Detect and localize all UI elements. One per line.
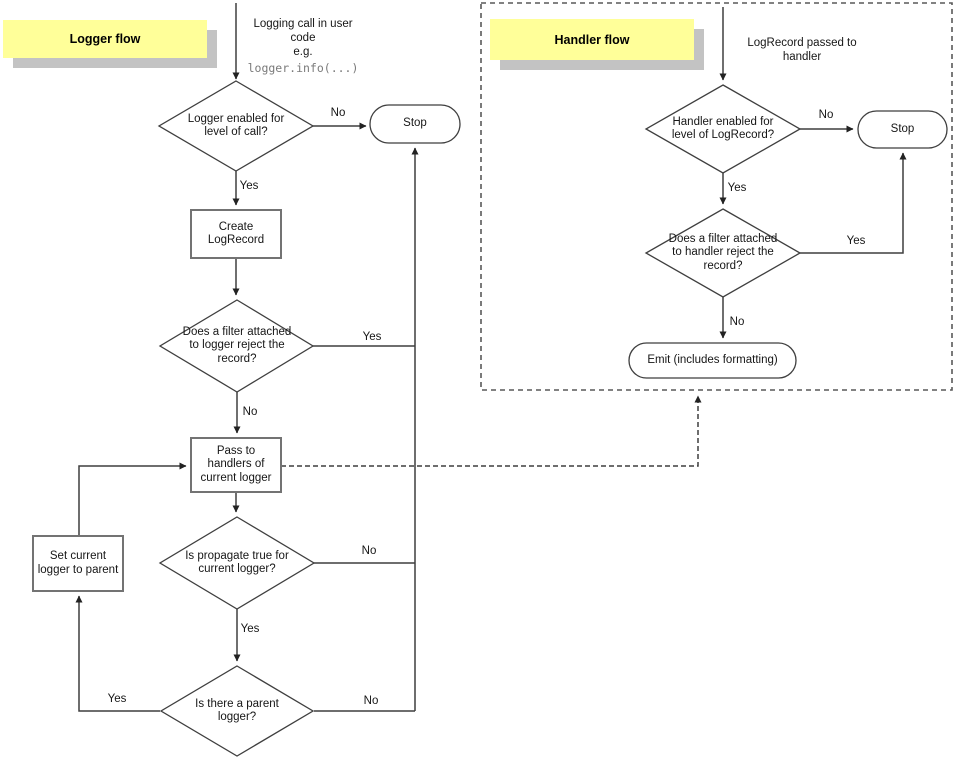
terminator-handler-stop (857, 110, 948, 149)
logger-flow-title: Logger flow (3, 20, 207, 58)
terminator-emit (628, 342, 797, 379)
handler-flow-shapes (628, 84, 948, 379)
logger-flow-edges (75, 3, 702, 712)
edge-handler-filter-yes-to-stop (800, 152, 907, 254)
diamond-propagate-check (158, 516, 316, 610)
handler-flow-edges (719, 7, 907, 339)
diamond-logger-filter-check (158, 299, 315, 393)
logger-entry-text: Logging call in user code e.g. (253, 18, 353, 58)
handler-flow-title: Handler flow (490, 19, 694, 60)
process-pass-to-handlers (190, 437, 282, 493)
edge-pass-to-handler-flow-dashed (281, 395, 702, 467)
process-create-logrecord (190, 209, 282, 259)
edge-set-current-to-pass (78, 462, 187, 536)
terminator-logger-stop (369, 104, 461, 144)
diamond-logger-level-check (157, 80, 315, 172)
edge-parent-yes-to-set-current (75, 595, 160, 712)
logger-entry-code: logger.info(...) (247, 61, 359, 75)
handler-entry-text: LogRecord passed to handler (747, 37, 857, 63)
diamond-handler-level-check (644, 84, 802, 174)
process-set-current-logger (32, 535, 124, 592)
diamond-handler-filter-check (644, 208, 802, 298)
logger-flow-shapes (32, 80, 461, 757)
diamond-parent-check (159, 665, 315, 757)
handler-flow-boundary (480, 2, 953, 391)
